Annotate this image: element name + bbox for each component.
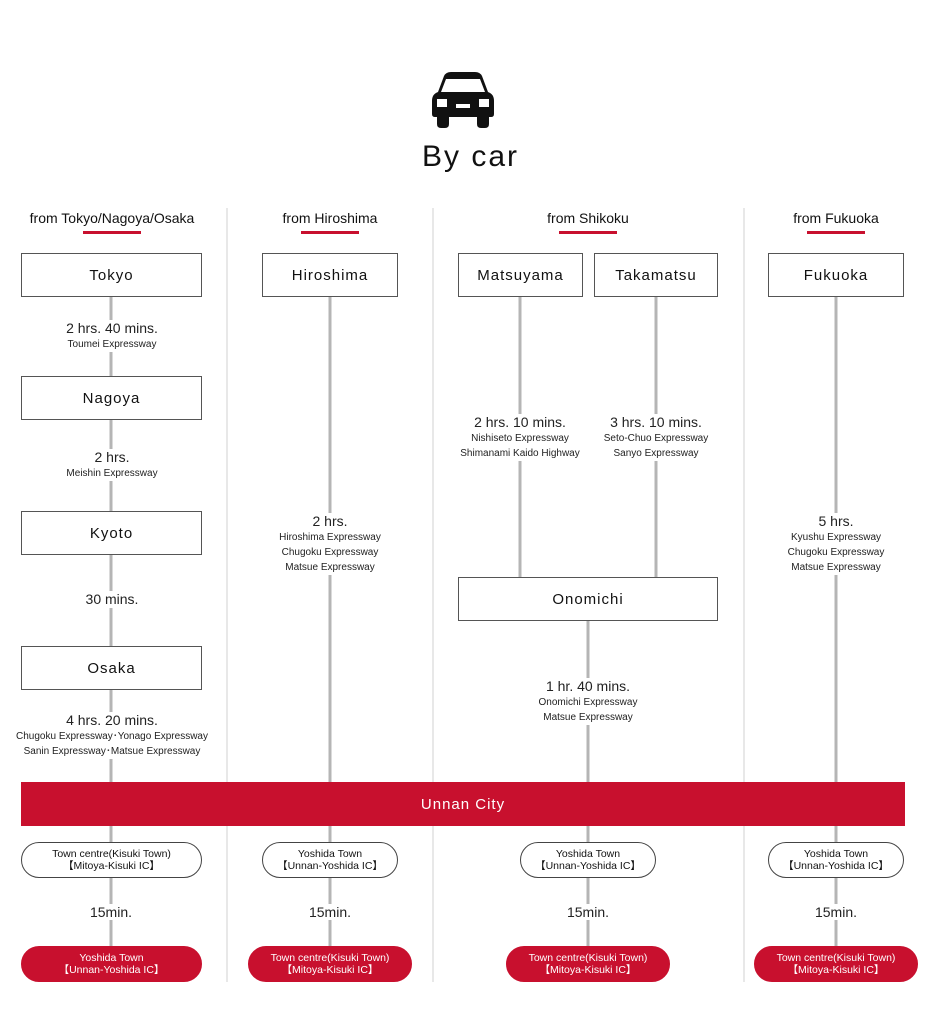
leg-time: 2 hrs. (312, 513, 348, 529)
node-hiroshima: Hiroshima (262, 253, 398, 297)
node-kyoto: Kyoto (21, 511, 202, 555)
destination-code: 【Mitoya-Kisuki IC】 (539, 964, 637, 976)
node-osaka: Osaka (21, 646, 202, 690)
ic-pill-tokyo: Town centre(Kisuki Town) 【Mitoya-Kisuki … (21, 842, 202, 878)
leg-time: 2 hrs. (94, 449, 130, 465)
ic-name: Yoshida Town (555, 848, 621, 860)
leg-kyoto-osaka: 30 mins. (12, 591, 212, 608)
leg-nagoya-kyoto: 2 hrs. Meishin Expressway (12, 449, 212, 481)
destination-name: Town centre(Kisuki Town) (528, 952, 648, 964)
ic-name: Town centre(Kisuki Town) (52, 848, 171, 860)
ic-code: 【Mitoya-Kisuki IC】 (63, 860, 160, 872)
unnan-city-bar: Unnan City (21, 782, 905, 826)
time-to-destination: 15min. (81, 904, 141, 920)
leg-route: Hiroshima Expressway (279, 532, 381, 543)
destination-pill-fukuoka: Town centre(Kisuki Town) 【Mitoya-Kisuki … (754, 946, 918, 982)
destination-code: 【Mitoya-Kisuki IC】 (787, 964, 885, 976)
leg-time: 2 hrs. 10 mins. (474, 414, 566, 430)
time-to-destination: 15min. (558, 904, 618, 920)
heading-from-tokyo: from Tokyo/Nagoya/Osaka (29, 210, 195, 226)
leg-route: Matsue Expressway (791, 562, 881, 573)
ic-code: 【Unnan-Yoshida IC】 (277, 860, 383, 872)
page-title: By car (421, 140, 520, 173)
destination-name: Yoshida Town (79, 952, 144, 964)
ic-name: Yoshida Town (803, 848, 869, 860)
ic-pill-shikoku: Yoshida Town 【Unnan-Yoshida IC】 (520, 842, 656, 878)
ic-name: Yoshida Town (297, 848, 363, 860)
node-takamatsu: Takamatsu (594, 253, 718, 297)
time-to-destination: 15min. (806, 904, 866, 920)
heading-underline (83, 231, 141, 234)
leg-route: Sanin Expressway･Matsue Expressway (23, 746, 201, 757)
leg-route: Matsue Expressway (543, 712, 633, 723)
destination-name: Town centre(Kisuki Town) (270, 952, 390, 964)
leg-matsuyama-onomichi: 2 hrs. 10 mins. Nishiseto Expressway Shi… (448, 414, 592, 461)
leg-route: Kyushu Expressway (790, 532, 882, 543)
heading-underline (301, 231, 359, 234)
leg-route: Chugoku Expressway (281, 547, 379, 558)
leg-route: Nishiseto Expressway (471, 433, 569, 444)
destination-pill-tokyo: Yoshida Town 【Unnan-Yoshida IC】 (21, 946, 202, 982)
leg-time: 30 mins. (85, 591, 139, 607)
leg-route: Onomichi Expressway (538, 697, 638, 708)
leg-route: Sanyo Expressway (613, 448, 699, 459)
leg-time: 2 hrs. 40 mins. (66, 320, 158, 336)
destination-pill-shikoku: Town centre(Kisuki Town) 【Mitoya-Kisuki … (506, 946, 670, 982)
leg-time: 3 hrs. 10 mins. (610, 414, 702, 430)
car-icon (432, 72, 494, 128)
leg-tokyo-nagoya: 2 hrs. 40 mins. Toumei Expressway (12, 320, 212, 352)
leg-time: 5 hrs. (818, 513, 854, 529)
destination-code: 【Unnan-Yoshida IC】 (58, 964, 165, 976)
leg-route: Chugoku Expressway･Yonago Expressway (16, 731, 208, 742)
leg-route: Matsue Expressway (285, 562, 375, 573)
node-fukuoka: Fukuoka (768, 253, 904, 297)
destination-code: 【Mitoya-Kisuki IC】 (281, 964, 379, 976)
destination-name: Town centre(Kisuki Town) (776, 952, 896, 964)
leg-route: Meishin Expressway (66, 468, 158, 479)
heading-from-hiroshima: from Hiroshima (282, 210, 378, 226)
heading-from-shikoku: from Shikoku (547, 210, 629, 226)
ic-pill-fukuoka: Yoshida Town 【Unnan-Yoshida IC】 (768, 842, 904, 878)
leg-osaka-unnan: 4 hrs. 20 mins. Chugoku Expressway･Yonag… (4, 712, 220, 759)
destination-pill-hiroshima: Town centre(Kisuki Town) 【Mitoya-Kisuki … (248, 946, 412, 982)
node-nagoya: Nagoya (21, 376, 202, 420)
leg-route: Chugoku Expressway (787, 547, 885, 558)
ic-code: 【Unnan-Yoshida IC】 (783, 860, 889, 872)
leg-onomichi-unnan: 1 hr. 40 mins. Onomichi Expressway Matsu… (508, 678, 668, 725)
time-to-destination: 15min. (300, 904, 360, 920)
ic-code: 【Unnan-Yoshida IC】 (535, 860, 641, 872)
leg-route: Shimanami Kaido Highway (460, 448, 580, 459)
leg-fukuoka-unnan: 5 hrs. Kyushu Expressway Chugoku Express… (766, 513, 906, 575)
leg-route: Seto-Chuo Expressway (603, 433, 709, 444)
leg-takamatsu-onomichi: 3 hrs. 10 mins. Seto-Chuo Expressway San… (594, 414, 718, 461)
leg-route: Toumei Expressway (67, 339, 157, 350)
node-onomichi: Onomichi (458, 577, 718, 621)
node-matsuyama: Matsuyama (458, 253, 583, 297)
heading-from-fukuoka: from Fukuoka (793, 210, 879, 226)
node-tokyo: Tokyo (21, 253, 202, 297)
leg-time: 4 hrs. 20 mins. (66, 712, 158, 728)
leg-hiroshima-unnan: 2 hrs. Hiroshima Expressway Chugoku Expr… (250, 513, 410, 575)
heading-underline (559, 231, 617, 234)
leg-time: 1 hr. 40 mins. (545, 678, 631, 694)
ic-pill-hiroshima: Yoshida Town 【Unnan-Yoshida IC】 (262, 842, 398, 878)
heading-underline (807, 231, 865, 234)
